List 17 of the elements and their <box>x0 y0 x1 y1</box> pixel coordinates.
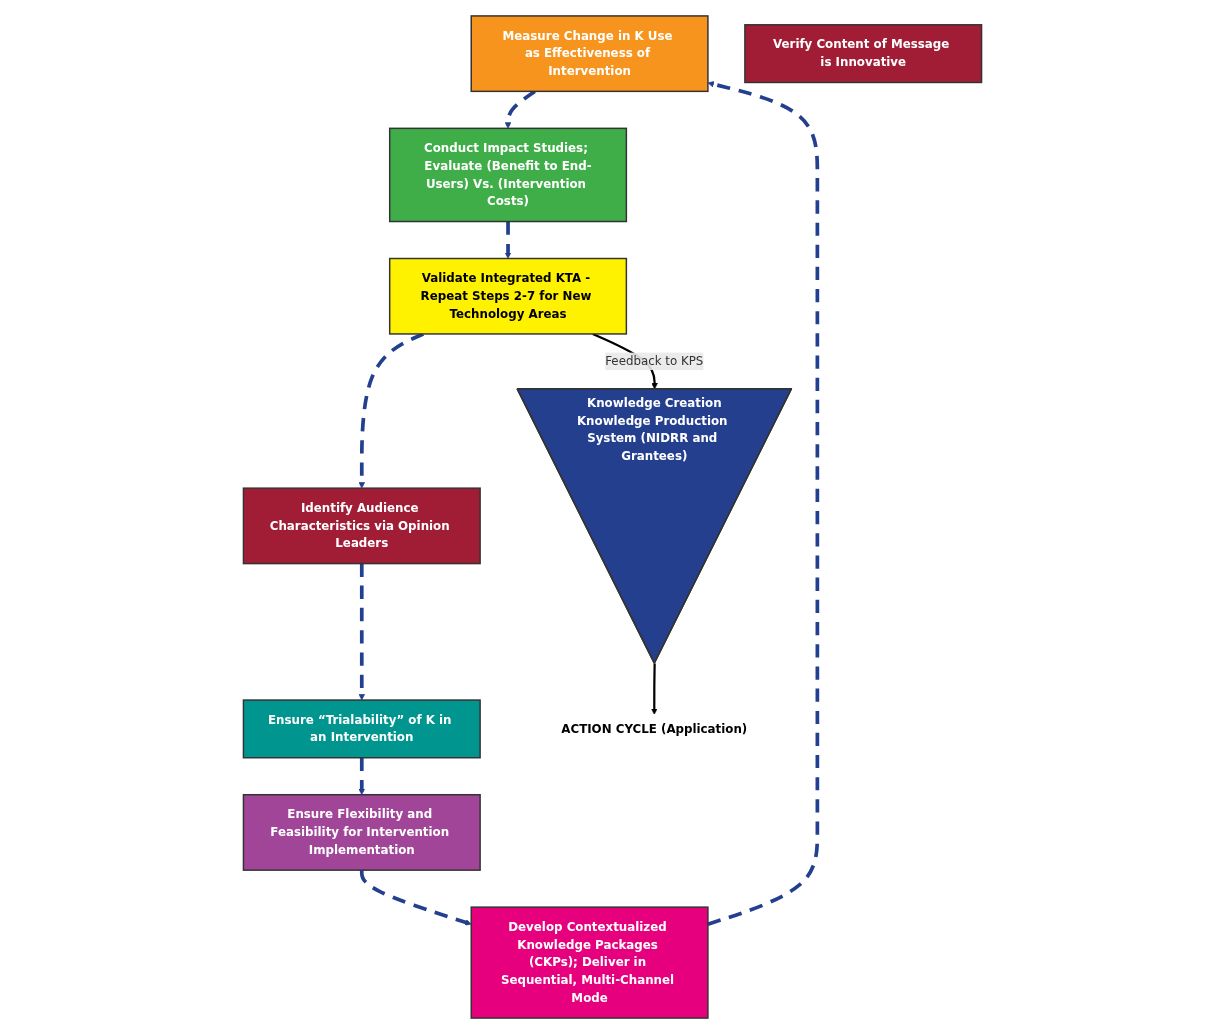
node-text: ACTION CYCLE (Application) <box>561 721 748 736</box>
arrow <box>358 332 424 489</box>
arrow <box>358 757 366 795</box>
node-box: Develop Contextualized Knowledge Packages (CKPs); Deliver in Sequential, Multi-Channel Mode <box>470 906 709 1019</box>
arrow <box>504 221 512 259</box>
node-box: Identify Audience Characteristics via Opinion Leaders <box>242 487 481 565</box>
arrow <box>359 870 472 926</box>
node-box: Conduct Impact Studies; Evaluate (Benefit to End-Users) Vs. (Intervention Costs) <box>388 127 628 223</box>
node-box: Validate Integrated KTA - Repeat Steps 2-7 for New Technology Areas <box>388 257 628 335</box>
edge-label: Feedback to KPS <box>605 353 704 368</box>
node-box: Verify Content of Message is Innovative <box>744 24 983 84</box>
node-box: Measure Change in K Use as Effectiveness of Intervention <box>470 15 709 93</box>
node-box: Ensure “Trialability” of K in an Intervention <box>242 699 481 759</box>
node-box: Ensure Flexibility and Feasibility for Intervention Implementation <box>242 794 481 871</box>
arrow <box>358 563 366 701</box>
arrow <box>707 81 820 926</box>
arrow <box>651 663 658 715</box>
